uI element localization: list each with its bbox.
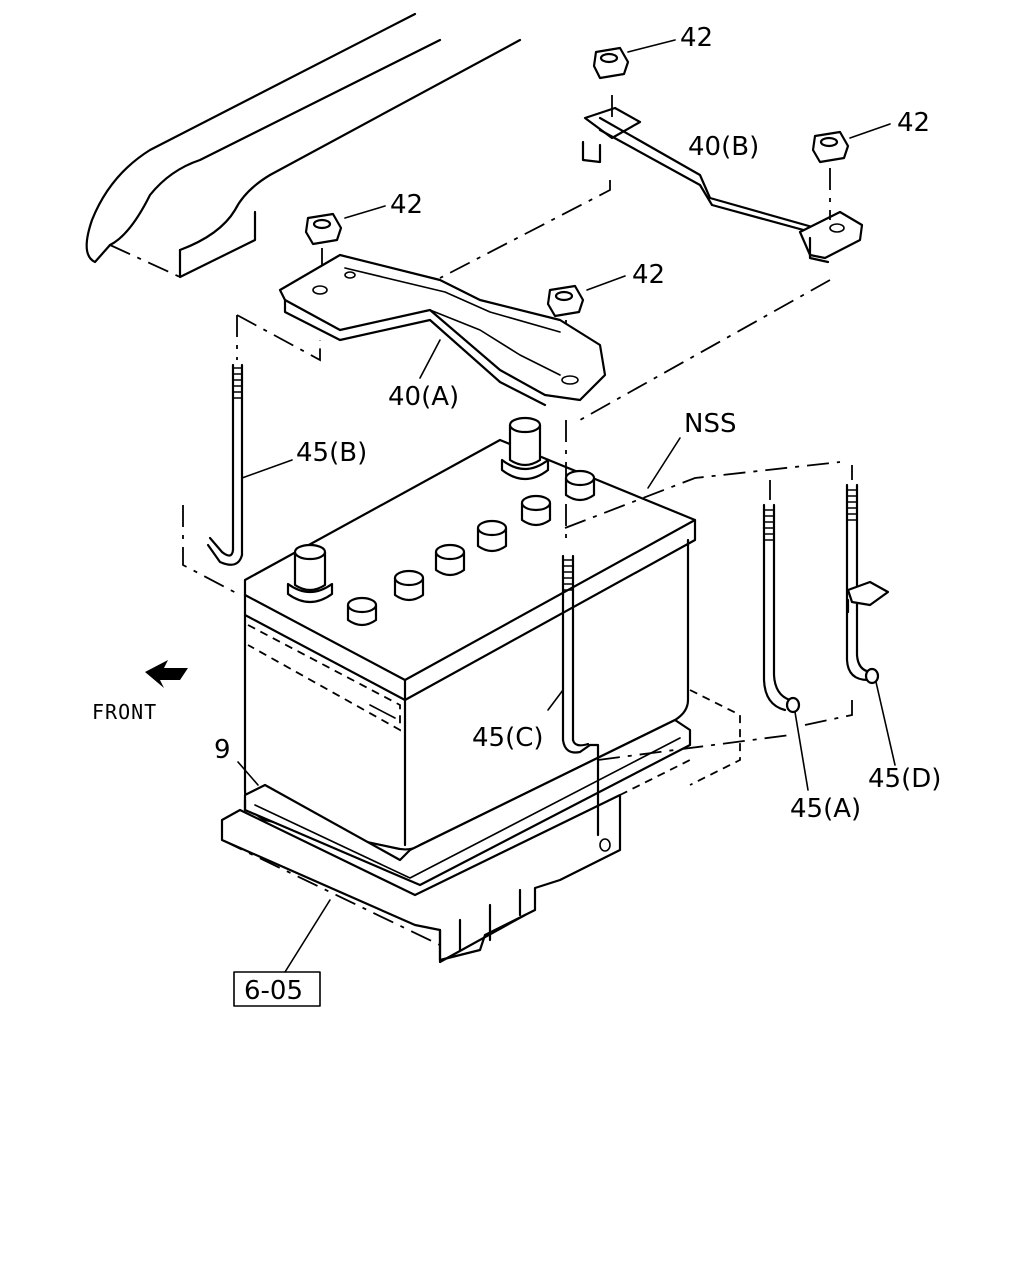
label-bracket-40b: 40(B) [688,132,759,162]
bolt-45c [547,461,841,837]
label-bolt-45a: 45(A) [790,794,861,824]
label-nut-top: 42 [680,23,713,53]
battery-tray [220,689,741,964]
battery-nss [243,416,697,851]
nut-right [811,123,891,164]
arrow-front-icon [145,660,188,688]
label-front: FRONT [92,700,157,724]
battery-caps [346,469,596,627]
bolt-45d [804,465,896,766]
ref-box [233,899,331,1007]
nut-left [304,205,386,280]
frame-rail [85,12,522,279]
bolt-45a [597,480,809,791]
label-bolt-45c: 45(C) [472,723,544,753]
bolt-45b [182,315,293,596]
bracket-40b [439,95,864,421]
label-nut-right: 42 [897,108,930,138]
label-nut-center: 42 [632,260,665,290]
label-bolt-45b: 45(B) [296,438,367,468]
nut-top [592,39,676,80]
bracket-40a [236,253,607,407]
battery-terminal-pos [500,416,550,481]
nut-center [546,275,626,375]
label-ref-6-05: 6-05 [244,976,303,1006]
label-tray-9: 9 [214,735,231,765]
label-bracket-40a: 40(A) [388,382,459,412]
battery-terminal-neg [286,543,334,604]
label-battery-nss: NSS [684,409,736,439]
label-nut-left: 42 [390,190,423,220]
label-bolt-45d: 45(D) [868,764,941,794]
